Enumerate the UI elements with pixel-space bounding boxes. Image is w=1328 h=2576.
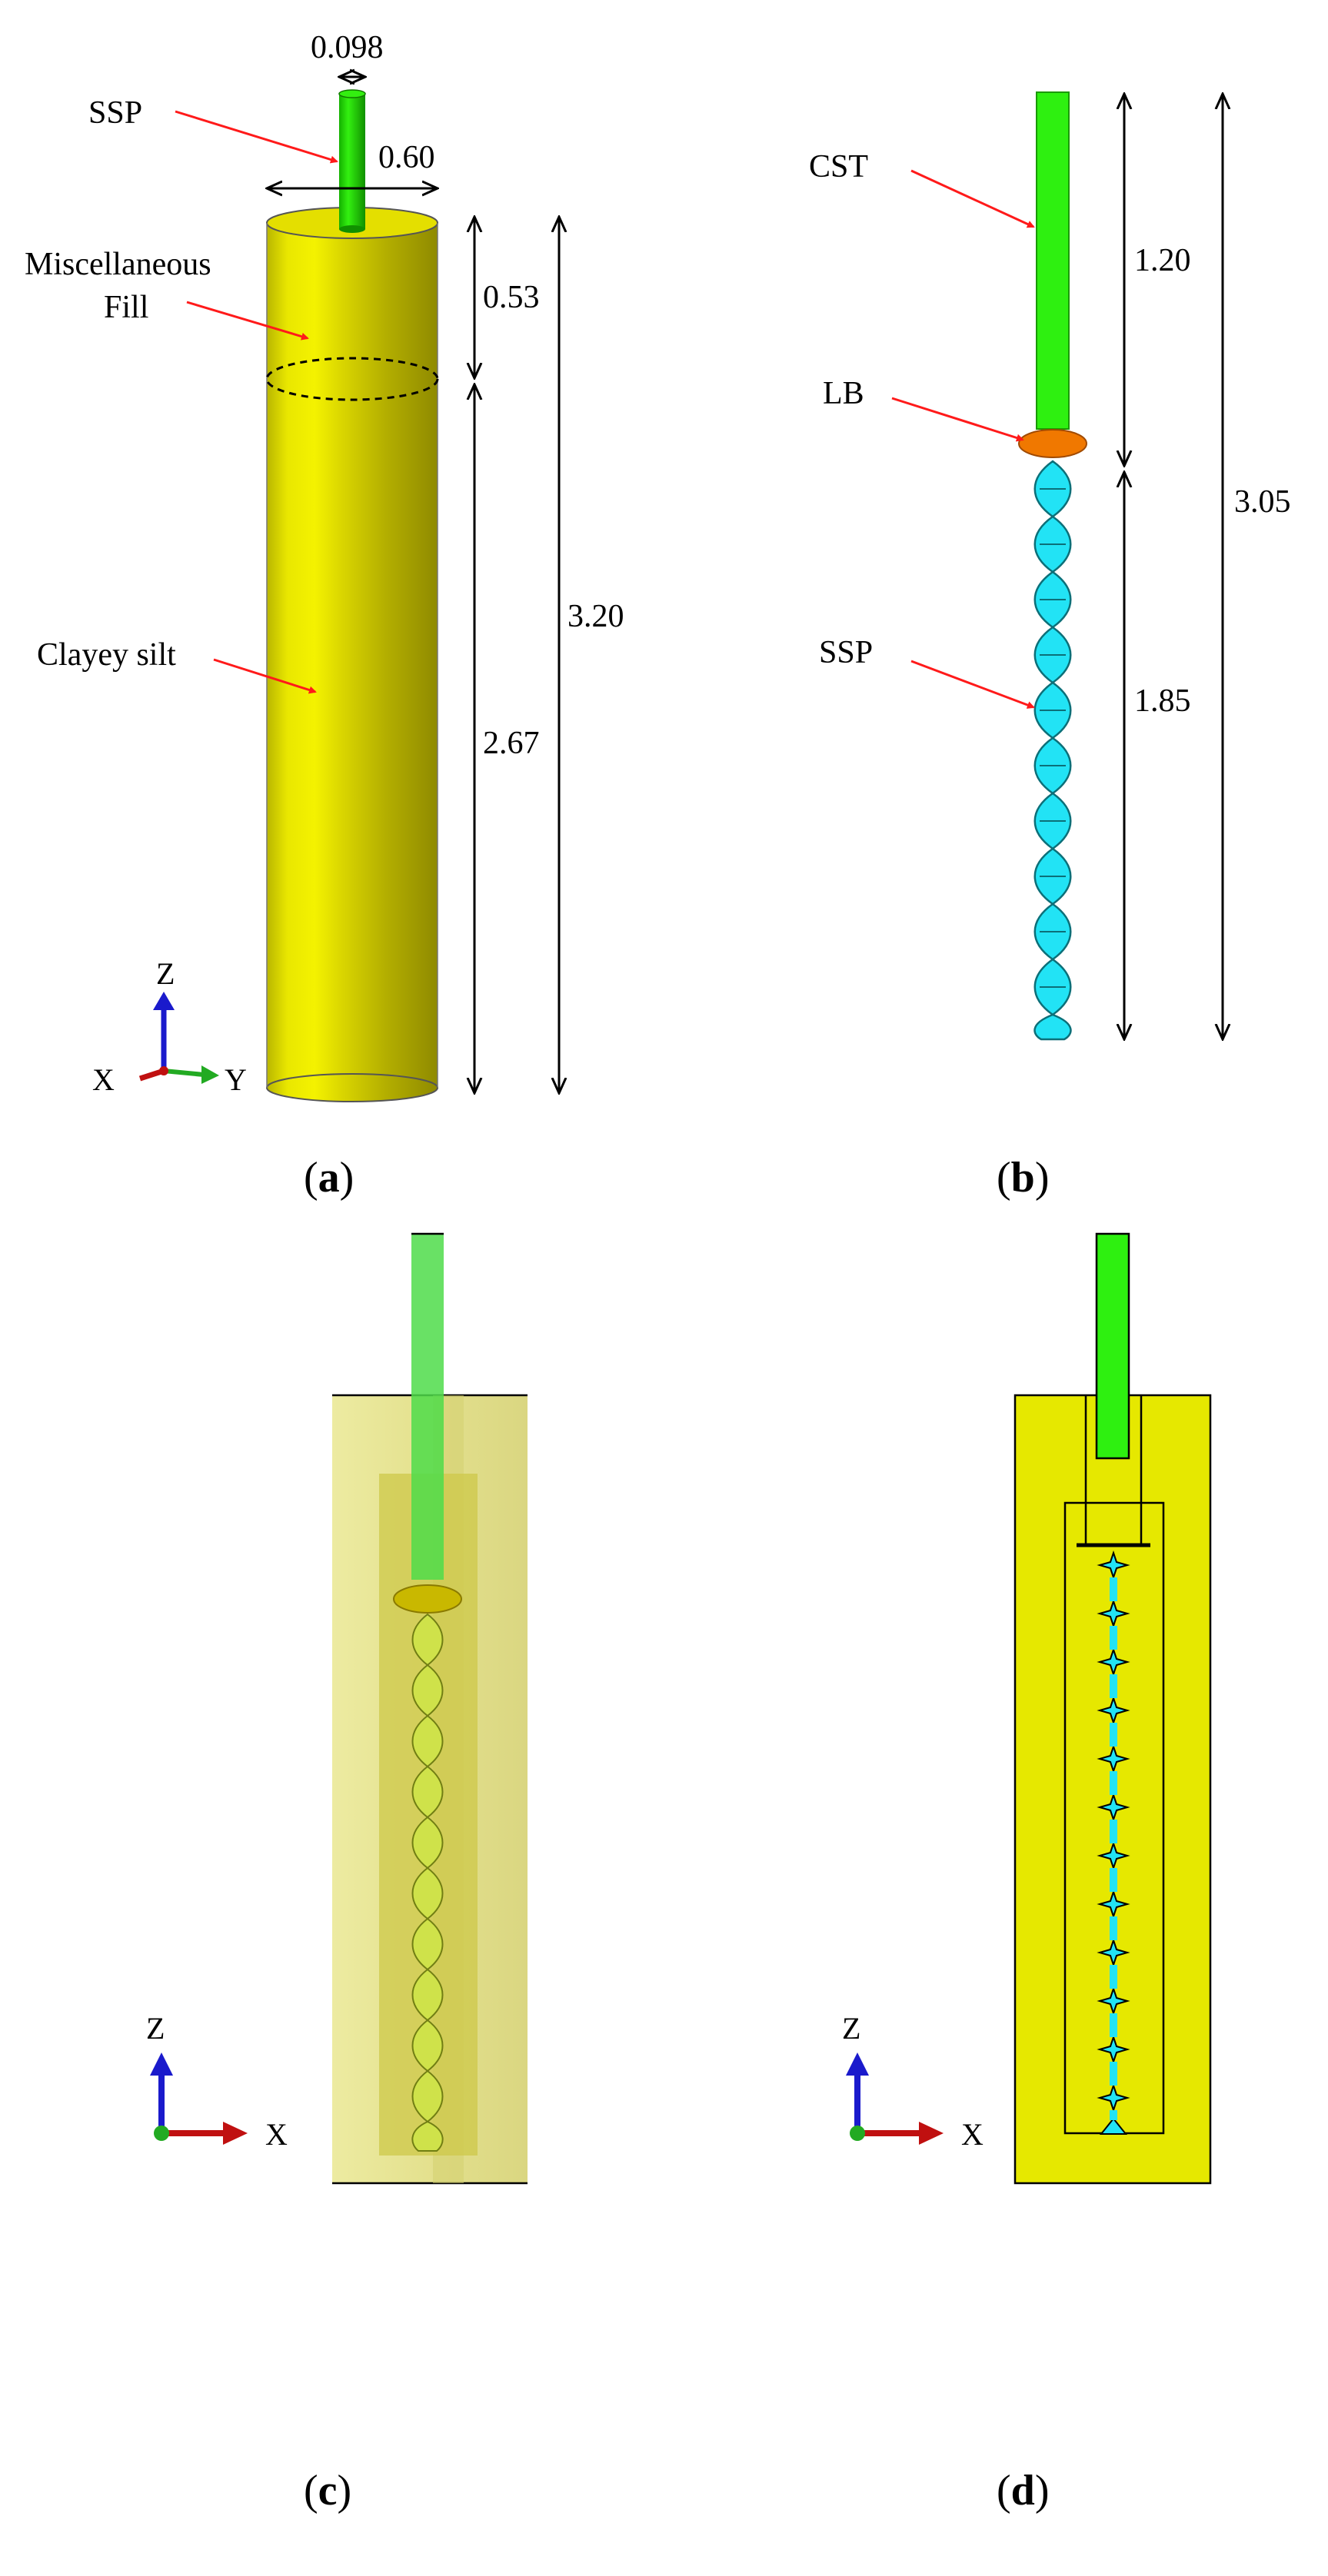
cst-pile bbox=[1036, 91, 1070, 430]
axis-z-label-c: Z bbox=[146, 2011, 165, 2046]
dim-total-depth: 3.20 bbox=[567, 599, 624, 634]
caption-a: (a) bbox=[304, 1154, 354, 1202]
arrow-lb-b bbox=[891, 397, 1024, 442]
label-ssp-a: SSP bbox=[88, 95, 142, 131]
axis-z-label-d: Z bbox=[842, 2011, 860, 2046]
axis-y-label-a: Y bbox=[225, 1062, 247, 1097]
ssp-twisted-strip-b bbox=[1033, 460, 1072, 1041]
caption-b: (b) bbox=[997, 1154, 1049, 1202]
label-fill-a-line1: Miscellaneous bbox=[25, 247, 211, 282]
arrow-clayey-a bbox=[213, 658, 317, 694]
ssp-twisted-strip-c bbox=[411, 1613, 444, 2152]
axis-triad-c: Z X bbox=[146, 2011, 288, 2152]
pile-section bbox=[1095, 1232, 1130, 1460]
axis-triad-d: Z X bbox=[842, 2011, 984, 2152]
arrow-cst-b bbox=[910, 169, 1035, 228]
caption-c: (c) bbox=[304, 2467, 351, 2515]
dim-soil-diameter: 0.60 bbox=[378, 140, 435, 175]
dim-total-length: 3.05 bbox=[1234, 484, 1291, 520]
soil-cylinder-bottom bbox=[266, 1073, 438, 1102]
label-clayey-a: Clayey silt bbox=[37, 637, 176, 673]
pile-translucent bbox=[411, 1234, 444, 1580]
axis-x-label-c: X bbox=[265, 2117, 288, 2152]
dim-pile-diameter: 0.098 bbox=[311, 30, 384, 65]
label-lb-b: LB bbox=[823, 376, 864, 411]
ssp-pile-shaft bbox=[339, 92, 365, 229]
fill-boundary-ellipse bbox=[265, 357, 439, 401]
axis-triad-a: Z X Y bbox=[92, 956, 247, 1097]
label-ssp-b: SSP bbox=[819, 635, 873, 670]
arrow-ssp-b bbox=[910, 660, 1035, 709]
dim-ssp-length: 1.85 bbox=[1134, 683, 1191, 719]
panel-a: SSP Miscellaneous Fill Clayey silt 0.098… bbox=[25, 30, 624, 1202]
dim-cst-length: 1.20 bbox=[1134, 243, 1191, 278]
arrow-fill-a bbox=[186, 301, 309, 341]
caption-d: (d) bbox=[997, 2467, 1049, 2515]
label-cst-b: CST bbox=[809, 149, 868, 184]
panel-d: Z X (d) bbox=[842, 1232, 1212, 2515]
panel-c: Z X (c) bbox=[146, 1232, 528, 2515]
axis-z-label-a: Z bbox=[156, 956, 175, 991]
dim-fill-depth: 0.53 bbox=[483, 280, 540, 315]
lb-plate-translucent bbox=[393, 1584, 462, 1614]
soil-cylinder-body bbox=[267, 223, 438, 1088]
ssp-section-d bbox=[1097, 1550, 1130, 2135]
dim-clay-depth: 2.67 bbox=[483, 726, 540, 761]
arrow-ssp-a bbox=[175, 110, 338, 164]
axis-x-label-d: X bbox=[961, 2117, 984, 2152]
lb-plate bbox=[1018, 429, 1087, 458]
panel-b: CST LB SSP 1.20 1.85 3.05 (b) bbox=[809, 91, 1291, 1202]
label-fill-a-line2: Fill bbox=[104, 290, 148, 325]
axis-x-label-a: X bbox=[92, 1062, 115, 1097]
ssp-pile-top bbox=[338, 89, 366, 98]
